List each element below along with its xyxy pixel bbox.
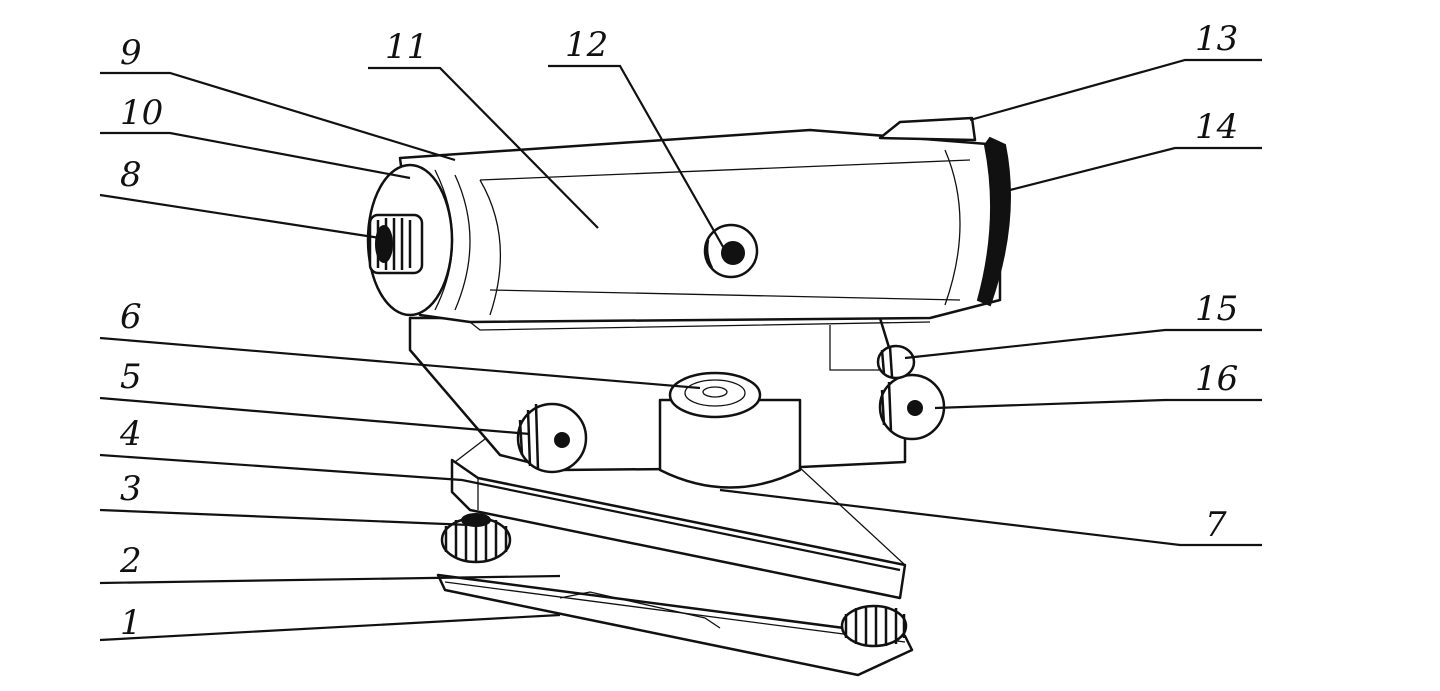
label-13: 13 — [1195, 19, 1238, 59]
leader-13 — [969, 58, 1262, 122]
leader-15 — [904, 328, 1262, 360]
label-8: 8 — [120, 155, 142, 195]
telescope — [366, 116, 1011, 331]
label-16: 16 — [1195, 359, 1238, 399]
leader-6 — [99, 336, 701, 390]
leader-2 — [99, 574, 561, 585]
leader-lines — [99, 58, 1262, 642]
label-7: 7 — [1205, 505, 1227, 545]
label-4: 4 — [119, 414, 142, 454]
label-1: 1 — [120, 603, 142, 643]
leader-5 — [99, 396, 531, 436]
leader-7 — [719, 488, 1262, 547]
label-5: 5 — [120, 357, 142, 397]
leader-3 — [99, 508, 471, 527]
label-12: 12 — [565, 25, 608, 65]
leader-16 — [934, 398, 1262, 410]
label-14: 14 — [1195, 107, 1238, 147]
foot-screw-right — [840, 604, 908, 648]
leader-12 — [548, 64, 727, 253]
leader-14 — [1009, 146, 1262, 192]
focusing-knob — [878, 373, 946, 441]
leader-10 — [100, 131, 411, 180]
leader-11 — [368, 66, 599, 229]
part-labels: 1 2 3 4 5 6 7 8 9 10 11 12 13 14 15 16 — [119, 19, 1238, 643]
instrument-drawing — [366, 116, 1011, 677]
fine-screw-left — [516, 402, 588, 474]
label-2: 2 — [119, 541, 142, 581]
small-knob — [876, 344, 916, 380]
leader-4 — [99, 453, 901, 572]
alidade-body — [408, 316, 907, 489]
foot-screw-left — [440, 513, 512, 564]
label-15: 15 — [1195, 289, 1238, 329]
label-11: 11 — [385, 27, 428, 67]
label-10: 10 — [120, 93, 163, 133]
label-9: 9 — [120, 33, 142, 73]
leader-8 — [99, 193, 381, 240]
base-plate — [436, 573, 914, 677]
leader-9 — [100, 71, 456, 162]
label-6: 6 — [120, 297, 142, 337]
label-3: 3 — [120, 469, 142, 509]
leader-1 — [99, 613, 561, 642]
